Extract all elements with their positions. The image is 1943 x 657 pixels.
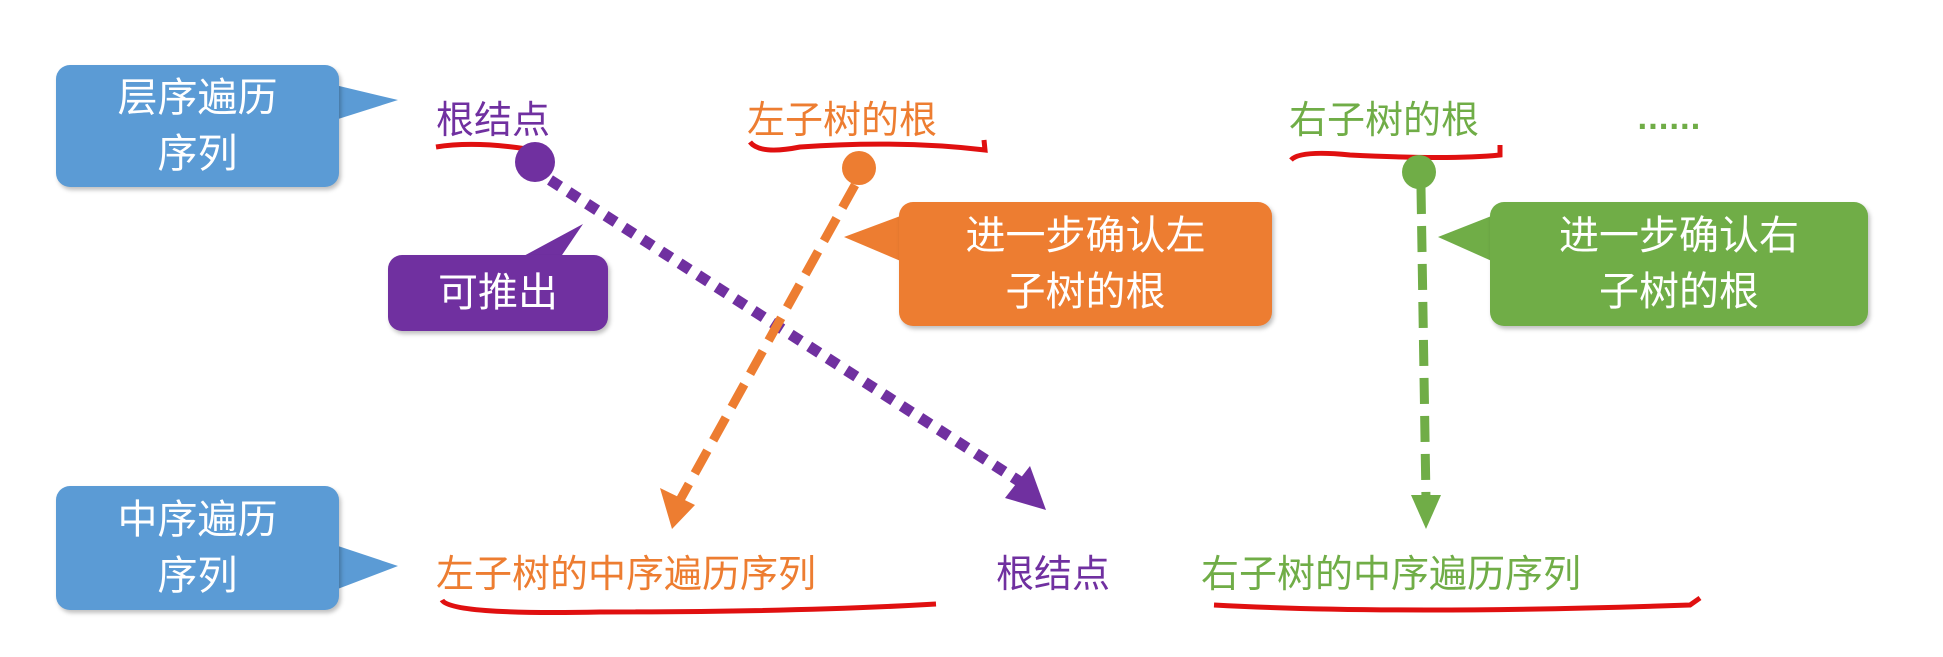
bottom-left-inorder-label: 左子树的中序遍历序列 (436, 552, 817, 596)
callout-text: 序列 (157, 131, 238, 177)
root-to-root-arrow (547, 175, 1028, 490)
underline-right-root (1289, 145, 1503, 162)
top-right-root-label: 右子树的根 (1289, 98, 1480, 142)
in-order-callout-tail (335, 545, 398, 590)
callout-text: 子树的根 (1599, 269, 1759, 315)
level-order-callout: 层序遍历序列 (56, 65, 339, 187)
right-root-arrow (1416, 187, 1431, 501)
derive-callout-tail (520, 224, 583, 258)
green-arrowhead (1411, 495, 1441, 529)
root-dot (515, 142, 555, 182)
callout-text: 层序遍历 (117, 75, 278, 121)
bottom-root-label: 根结点 (996, 552, 1111, 596)
in-order-callout: 中序遍历序列 (56, 486, 339, 610)
underline-right-inorder (1213, 595, 1702, 613)
level-order-callout-tail (335, 85, 398, 120)
callout-text: 可推出 (438, 270, 558, 316)
top-left-root-label: 左子树的根 (747, 98, 938, 142)
left-root-callout: 进一步确认左子树的根 (899, 202, 1272, 326)
orange-arrowhead (660, 488, 695, 529)
left-callout-tail (844, 215, 903, 262)
purple-arrowhead (1005, 466, 1046, 510)
left-root-dot (842, 151, 876, 185)
callout-text: 进一步确认右 (1559, 213, 1799, 259)
callout-text: 子树的根 (1005, 269, 1166, 315)
left-root-arrow (676, 182, 859, 503)
right-root-dot (1402, 155, 1436, 189)
underline-left-root (748, 139, 988, 153)
top-ellipsis: ...... (1637, 103, 1701, 136)
callout-text: 进一步确认左 (965, 213, 1206, 259)
bottom-right-inorder-label: 右子树的中序遍历序列 (1201, 552, 1582, 596)
derive-callout: 可推出 (388, 255, 608, 331)
right-callout-tail (1438, 215, 1494, 262)
callout-text: 序列 (157, 553, 238, 599)
callout-text: 中序遍历 (117, 497, 278, 543)
right-root-callout: 进一步确认右子树的根 (1490, 202, 1868, 326)
top-root-label: 根结点 (436, 98, 551, 142)
underline-left-inorder (439, 598, 937, 615)
